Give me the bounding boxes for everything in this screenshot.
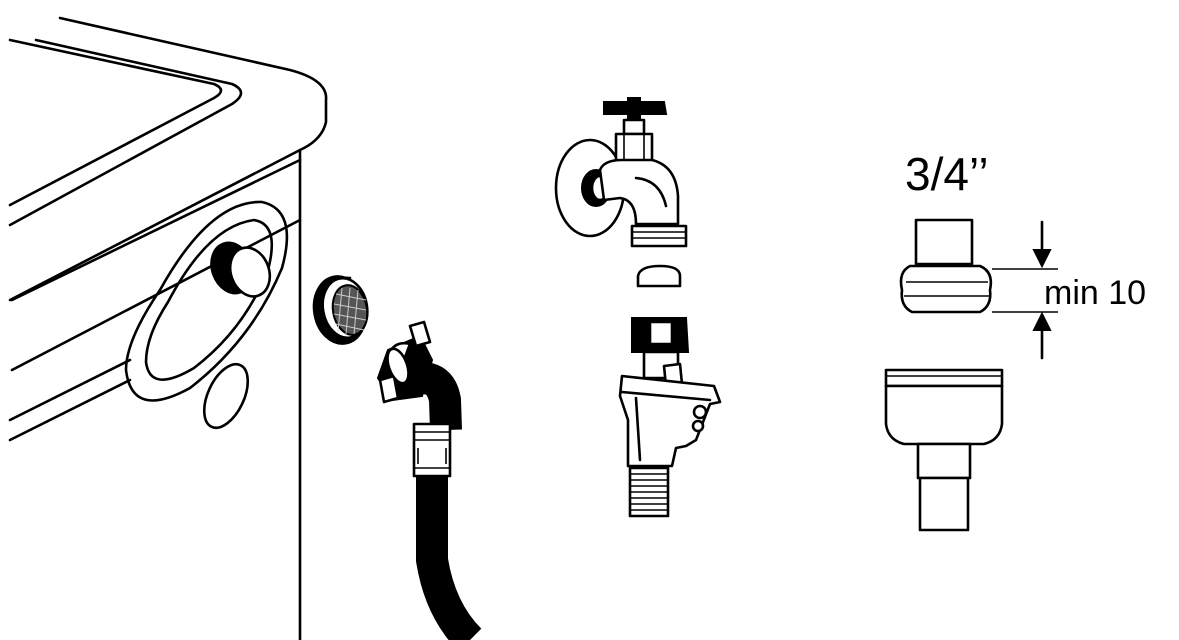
rubber-washer-icon: [638, 266, 680, 286]
hose-connector-icon: [886, 370, 1002, 530]
thread-size-label: 3/4’’: [905, 148, 989, 200]
filter-screen-icon: [308, 272, 371, 348]
washing-machine: [10, 18, 326, 640]
threaded-fitting-icon: [901, 220, 1058, 358]
machine-inlet-icon: [204, 237, 276, 302]
min-length-label: min 10: [1044, 274, 1146, 312]
inlet-hose-icon: [378, 322, 470, 640]
water-faucet-icon: [556, 98, 686, 246]
valve-adapter-icon: [620, 318, 720, 516]
